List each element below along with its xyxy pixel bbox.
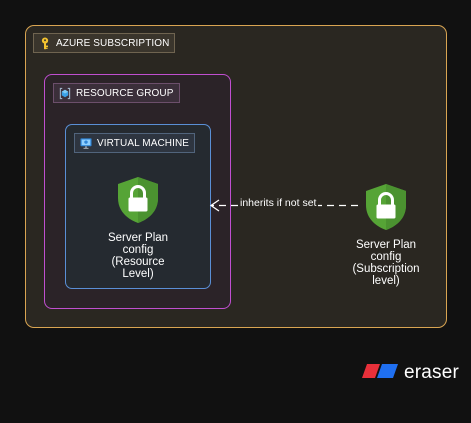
subscription-group-title: AZURE SUBSCRIPTION	[56, 37, 170, 49]
eraser-brand: eraser	[362, 362, 459, 384]
key-icon	[39, 37, 51, 50]
edge-label: inherits if not set	[238, 197, 319, 211]
node-line: Level)	[122, 268, 154, 280]
resource-group-title: RESOURCE GROUP	[76, 87, 174, 99]
virtual-machine-title: VIRTUAL MACHINE	[97, 137, 190, 149]
resource-group-icon	[59, 87, 71, 100]
arrowhead-icon	[209, 199, 220, 212]
node-line: (Resource	[111, 256, 165, 268]
resource-group-label: RESOURCE GROUP	[53, 83, 180, 103]
virtual-machine-label: VIRTUAL MACHINE	[74, 133, 196, 153]
subscription-level-node-label: Server Plan config (Subscription level)	[336, 239, 436, 287]
eraser-wordmark: eraser	[404, 362, 460, 383]
monitor-icon	[80, 137, 92, 150]
node-line: Server Plan	[107, 232, 169, 244]
node-line: (Subscription	[352, 263, 420, 275]
node-line: Server Plan	[355, 239, 417, 251]
node-line: config	[122, 244, 154, 256]
subscription-group-label: AZURE SUBSCRIPTION	[33, 33, 176, 53]
shield-lock-icon[interactable]	[364, 183, 408, 236]
node-line: level)	[372, 275, 400, 287]
eraser-logo-icon	[362, 363, 398, 383]
node-line: config	[370, 251, 402, 263]
shield-lock-icon[interactable]	[116, 176, 160, 229]
resource-level-node-label: Server Plan config (Resource Level)	[88, 232, 188, 280]
